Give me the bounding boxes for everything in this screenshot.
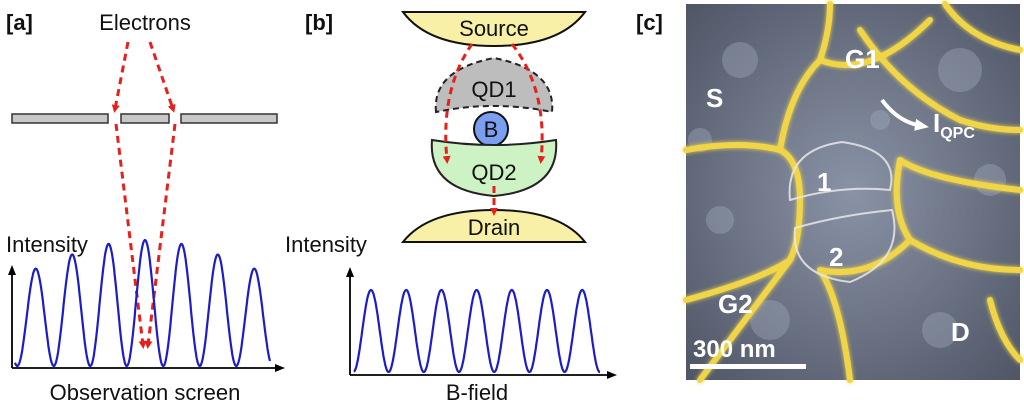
iqpc-label: IQPC [933,108,975,142]
iqpc-arrow [880,98,929,131]
qd2-region [430,138,558,198]
panel-b-axes [346,267,617,379]
drain-label: Drain [468,215,521,240]
dot-outlines [788,140,896,284]
panel-a: [a] Electrons Intensity Observation scre… [6,10,285,405]
s-label: S [706,83,723,113]
iqpc-subscript: QPC [940,125,975,142]
g1-label: G1 [845,44,880,74]
b-label: B [484,117,499,142]
ab-oscillation-curve [353,288,601,374]
source-lead [401,11,587,48]
b-field-axis-label: B-field [446,380,508,405]
g2-label: G2 [718,289,753,319]
dot-1-label: 1 [817,167,831,197]
sem-micrograph [683,1,1023,383]
iqpc-main: I [933,108,940,138]
qd1-region [434,56,554,114]
qd-electron-paths [442,43,546,216]
panel-a-axes [8,265,285,372]
panel-c-label: [c] [636,10,663,35]
double-slit-plate [11,113,278,124]
qd2-label: QD2 [471,160,516,185]
electron-paths [111,41,177,349]
panel-c: [c] [636,1,1023,383]
source-label: Source [459,16,529,41]
panel-b: [b] Source QD1 B QD2 Drain Intensity B-f… [285,10,617,405]
scale-bar [690,364,806,369]
dot-2-label: 2 [829,242,843,272]
panel-a-label: [a] [6,10,33,35]
d-label: D [951,317,970,347]
observation-screen-label: Observation screen [50,380,241,405]
panel-b-intensity-label: Intensity [285,232,367,257]
scale-bar-label: 300 nm [693,336,776,363]
electrons-label: Electrons [99,10,191,35]
qd1-label: QD1 [471,77,516,102]
panel-b-label: [b] [305,10,333,35]
interference-pattern-curve [13,238,272,368]
panel-a-intensity-label: Intensity [6,232,88,257]
gate-electrodes [683,1,1023,383]
